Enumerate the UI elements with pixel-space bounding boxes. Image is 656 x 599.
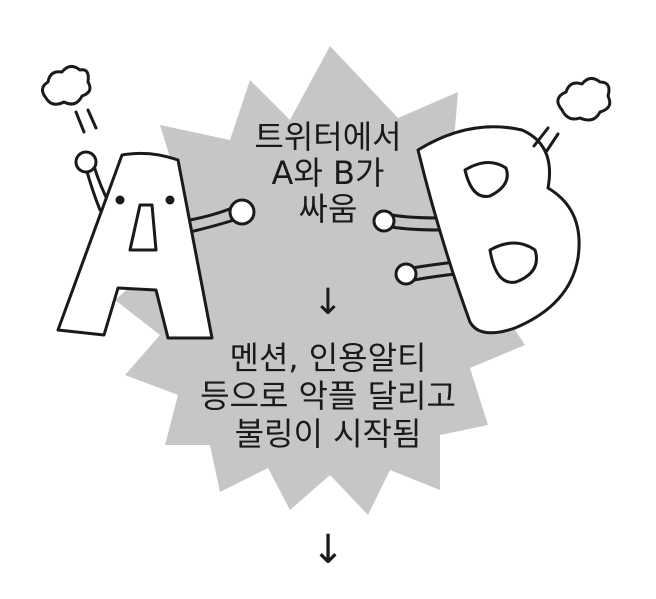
down-arrow-icon: ↓: [312, 282, 344, 323]
top-caption-line: A와 B가: [271, 153, 385, 192]
letter-a-character: [41, 65, 256, 340]
bottom-caption-line: 등으로 악플 달리고: [200, 376, 456, 415]
top-caption: 트위터에서 A와 B가 싸움: [0, 118, 656, 228]
top-caption-line: 싸움: [298, 189, 358, 228]
top-caption-line: 트위터에서: [254, 118, 402, 156]
down-arrow-icon: ↓: [311, 527, 345, 573]
bottom-caption-line: 불링이 시작됨: [234, 414, 422, 453]
letter-b-character: [372, 77, 612, 335]
bottom-caption-line: 멘션, 인용알티: [229, 339, 427, 377]
bottom-caption: 멘션, 인용알티 등으로 악플 달리고 불링이 시작됨: [0, 339, 656, 453]
